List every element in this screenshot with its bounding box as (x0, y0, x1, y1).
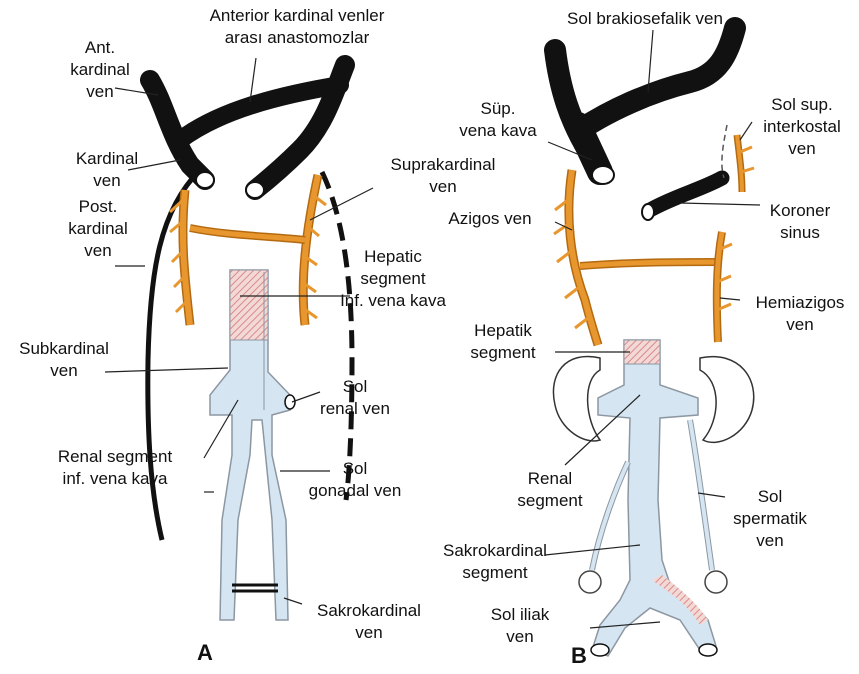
label-svc: Süp. vena kava (448, 98, 548, 142)
label-line: Anterior kardinal venler (162, 5, 432, 27)
label-line: Hepatik (448, 320, 558, 342)
label-line: Sol (290, 458, 420, 480)
label-sacrocardinal-a: Sakrokardinal ven (294, 600, 444, 644)
subcardinal-system (210, 270, 295, 620)
label-line: segment (318, 268, 468, 290)
label-left-brachiocephalic: Sol brakiosefalik ven (530, 8, 760, 30)
label-line: segment (420, 562, 570, 584)
label-supracardinal: Suprakardinal ven (368, 154, 518, 198)
label-subcardinal: Subkardinal ven (4, 338, 124, 382)
label-line: Renal segment (20, 446, 210, 468)
label-line: ven (50, 81, 150, 103)
label-line: Hemiazigos (742, 292, 858, 314)
right-kidney (553, 356, 600, 440)
label-line: Ant. (50, 37, 150, 59)
label-line: Subkardinal (4, 338, 124, 360)
panel-b-drawing (545, 28, 760, 656)
label-sacrocardinal-segment: Sakrokardinal segment (420, 540, 570, 584)
label-line: segment (500, 490, 600, 512)
panel-a-letter: A (197, 642, 213, 664)
label-line: ven (715, 530, 825, 552)
label-left-spermatic: Sol spermatik ven (715, 486, 825, 552)
label-line: vena kava (448, 120, 548, 142)
left-brachiocephalic-vein (580, 28, 735, 130)
label-line: Kardinal (52, 148, 162, 170)
label-hepatic-segment-b: Hepatik segment (448, 320, 558, 364)
label-line: Sol brakiosefalik ven (530, 8, 760, 30)
label-line: Inf. vena kava (318, 290, 468, 312)
label-line: ven (52, 170, 162, 192)
label-line: inf. vena kava (20, 468, 210, 490)
panel-a-drawing (105, 58, 373, 620)
label-left-gonadal: Sol gonadal ven (290, 458, 420, 502)
label-line: Sol iliak (465, 604, 575, 626)
right-post-cardinal-vein (322, 172, 352, 500)
label-line: Süp. (448, 98, 548, 120)
label-line: ven (465, 626, 575, 648)
label-line: arası anastomozlar (162, 27, 432, 49)
label-line: ven (48, 240, 148, 262)
label-left-renal: Sol renal ven (300, 376, 410, 420)
label-renal-segment-b: Renal segment (500, 468, 600, 512)
label-line: segment (448, 342, 558, 364)
label-anastomoses: Anterior kardinal venler arası anastomoz… (162, 5, 432, 49)
label-line: Sakrokardinal (420, 540, 570, 562)
label-line: kardinal (50, 59, 150, 81)
label-line: Azigos ven (430, 208, 550, 230)
label-line: interkostal (748, 116, 856, 138)
label-ant-cardinal: Ant. kardinal ven (50, 37, 150, 103)
label-line: ven (368, 176, 518, 198)
label-line: ven (294, 622, 444, 644)
label-left-iliac: Sol iliak ven (465, 604, 575, 648)
label-line: sinus (750, 222, 850, 244)
label-line: ven (4, 360, 124, 382)
label-line: kardinal (48, 218, 148, 240)
label-coronary-sinus: Koroner sinus (750, 200, 850, 244)
panel-b-letter: B (571, 645, 587, 667)
label-cardinal: Kardinal ven (52, 148, 162, 192)
label-line: ven (742, 314, 858, 336)
label-line: Renal (500, 468, 600, 490)
label-line: Koroner (750, 200, 850, 222)
label-line: Hepatic (318, 246, 468, 268)
label-hemiazygos: Hemiazigos ven (742, 292, 858, 336)
label-line: spermatik (715, 508, 825, 530)
label-azygos: Azigos ven (430, 208, 550, 230)
label-line: Sakrokardinal (294, 600, 444, 622)
label-line: ven (748, 138, 856, 160)
label-line: Sol (300, 376, 410, 398)
coronary-sinus-vein (650, 178, 722, 210)
label-line: gonadal ven (290, 480, 420, 502)
label-post-cardinal: Post. kardinal ven (48, 196, 148, 262)
label-hepatic-segment-a: Hepatic segment Inf. vena kava (318, 246, 468, 312)
label-line: Suprakardinal (368, 154, 518, 176)
label-left-sup-intercostal: Sol sup. interkostal ven (748, 94, 856, 160)
label-line: Post. (48, 196, 148, 218)
label-line: Sol (715, 486, 825, 508)
label-line: renal ven (300, 398, 410, 420)
label-renal-segment-a: Renal segment inf. vena kava (20, 446, 210, 490)
label-line: Sol sup. (748, 94, 856, 116)
left-kidney (700, 357, 754, 443)
